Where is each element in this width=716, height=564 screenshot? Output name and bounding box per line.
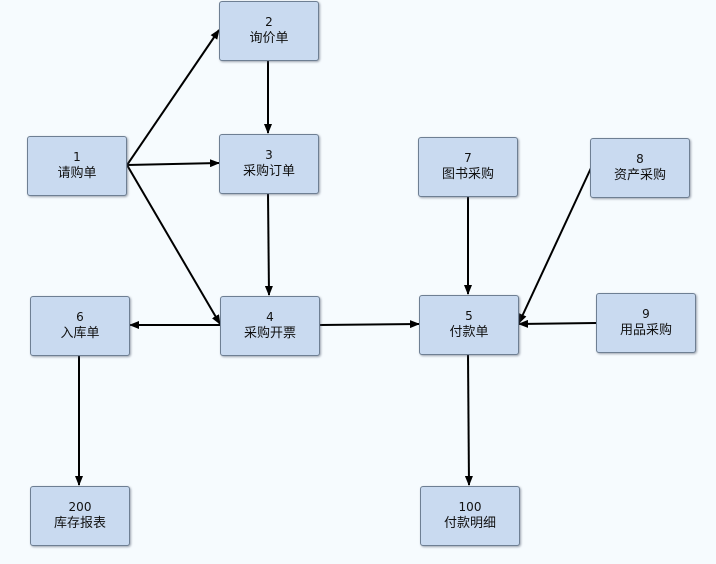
node-5-label: 付款单 bbox=[449, 325, 489, 340]
node-200-label: 库存报表 bbox=[53, 516, 106, 531]
node-4-number: 4 bbox=[266, 310, 274, 324]
node-5[interactable]: 5 付款单 bbox=[419, 295, 519, 355]
node-1-number: 1 bbox=[73, 150, 81, 164]
node-8-number: 8 bbox=[636, 152, 644, 166]
node-3-number: 3 bbox=[265, 148, 273, 162]
node-9-number: 9 bbox=[642, 307, 650, 321]
edge-9-to-5 bbox=[518, 319, 597, 328]
node-200-number: 200 bbox=[68, 500, 92, 514]
edge-1-to-4 bbox=[126, 164, 221, 325]
edge-8-to-5 bbox=[518, 167, 592, 324]
node-100-number: 100 bbox=[458, 500, 482, 514]
node-6-label: 入库单 bbox=[60, 326, 100, 341]
node-1[interactable]: 1 请购单 bbox=[27, 136, 127, 196]
node-100-label: 付款明细 bbox=[443, 516, 496, 531]
node-3[interactable]: 3 采购订单 bbox=[219, 134, 319, 194]
node-6-number: 6 bbox=[76, 310, 84, 324]
node-8-label: 资产采购 bbox=[613, 168, 666, 183]
node-5-number: 5 bbox=[465, 309, 473, 323]
node-7-label: 图书采购 bbox=[441, 167, 494, 182]
node-3-label: 采购订单 bbox=[242, 164, 295, 179]
node-4-label: 采购开票 bbox=[243, 326, 296, 341]
node-6[interactable]: 6 入库单 bbox=[30, 296, 130, 356]
node-9-label: 用品采购 bbox=[619, 323, 672, 338]
node-200[interactable]: 200 库存报表 bbox=[30, 486, 130, 546]
node-8[interactable]: 8 资产采购 bbox=[590, 138, 690, 198]
node-1-label: 请购单 bbox=[57, 166, 97, 181]
edge-3-to-4 bbox=[264, 193, 273, 296]
node-2-label: 询价单 bbox=[249, 31, 289, 46]
edge-4-to-5 bbox=[319, 320, 420, 329]
edge-5-to-100 bbox=[464, 354, 473, 486]
edge-1-to-2 bbox=[126, 29, 220, 166]
edge-1-to-3 bbox=[126, 159, 220, 168]
node-4[interactable]: 4 采购开票 bbox=[220, 296, 320, 356]
node-7[interactable]: 7 图书采购 bbox=[418, 137, 518, 197]
node-7-number: 7 bbox=[464, 151, 472, 165]
node-2-number: 2 bbox=[265, 15, 273, 29]
node-9[interactable]: 9 用品采购 bbox=[596, 293, 696, 353]
node-2[interactable]: 2 询价单 bbox=[219, 1, 319, 61]
node-100[interactable]: 100 付款明细 bbox=[420, 486, 520, 546]
